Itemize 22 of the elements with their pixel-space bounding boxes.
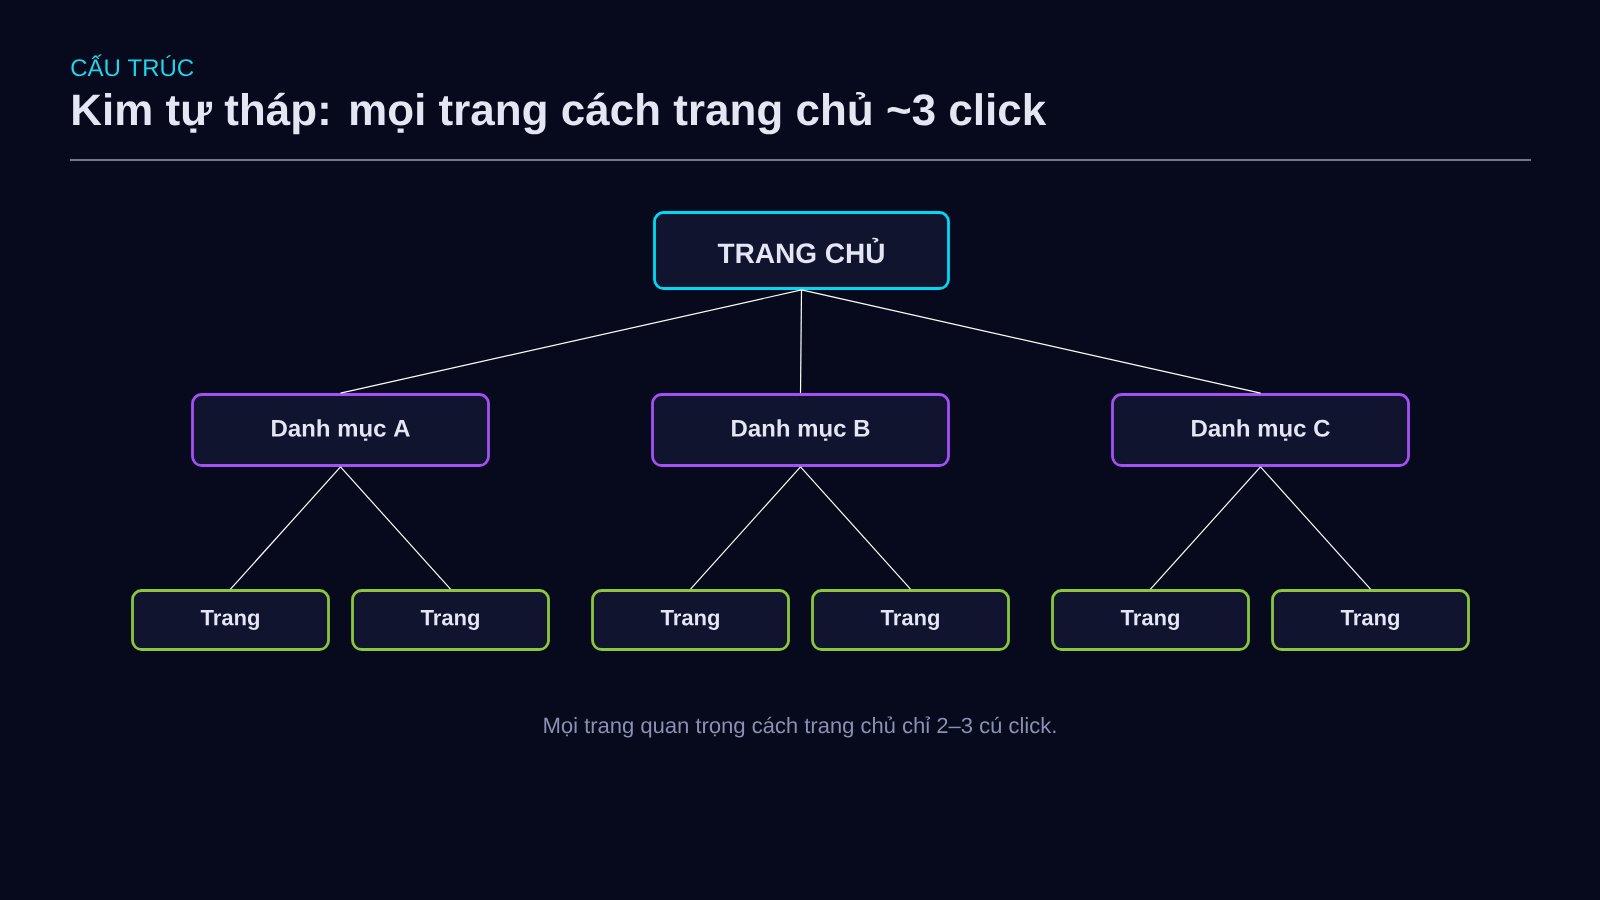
leaf-box: Trang [1271, 589, 1470, 651]
caption: Mọi trang quan trọng cách trang chủ chỉ 2–3 cú click. [544, 716, 1056, 738]
connector-line [339, 289, 803, 394]
leaf-box: Trang [131, 589, 330, 651]
connector-line [689, 466, 802, 590]
connector-line [1149, 466, 1262, 590]
title: Kim tự tháp: mọi trang cách trang chủ ~3 click [73, 92, 1047, 135]
branch-box: Danh mục C [1111, 393, 1410, 467]
leaf-box: Trang [351, 589, 550, 651]
eyebrow-label: CẤU TRÚC [71, 54, 194, 77]
leaf-box: Trang [811, 589, 1010, 651]
leaf-box: Trang [1051, 589, 1250, 651]
root-box: TRANG CHỦ [653, 211, 950, 290]
branch-box: Danh mục A [191, 393, 490, 467]
connector-line [799, 289, 803, 394]
connector-line [799, 466, 912, 590]
connector-line [800, 289, 1262, 394]
connector-line [339, 466, 452, 590]
branch-box: Danh mục B [651, 393, 950, 467]
leaf-box: Trang [591, 589, 790, 651]
connector-line [229, 466, 342, 590]
connector-line [1259, 466, 1372, 590]
